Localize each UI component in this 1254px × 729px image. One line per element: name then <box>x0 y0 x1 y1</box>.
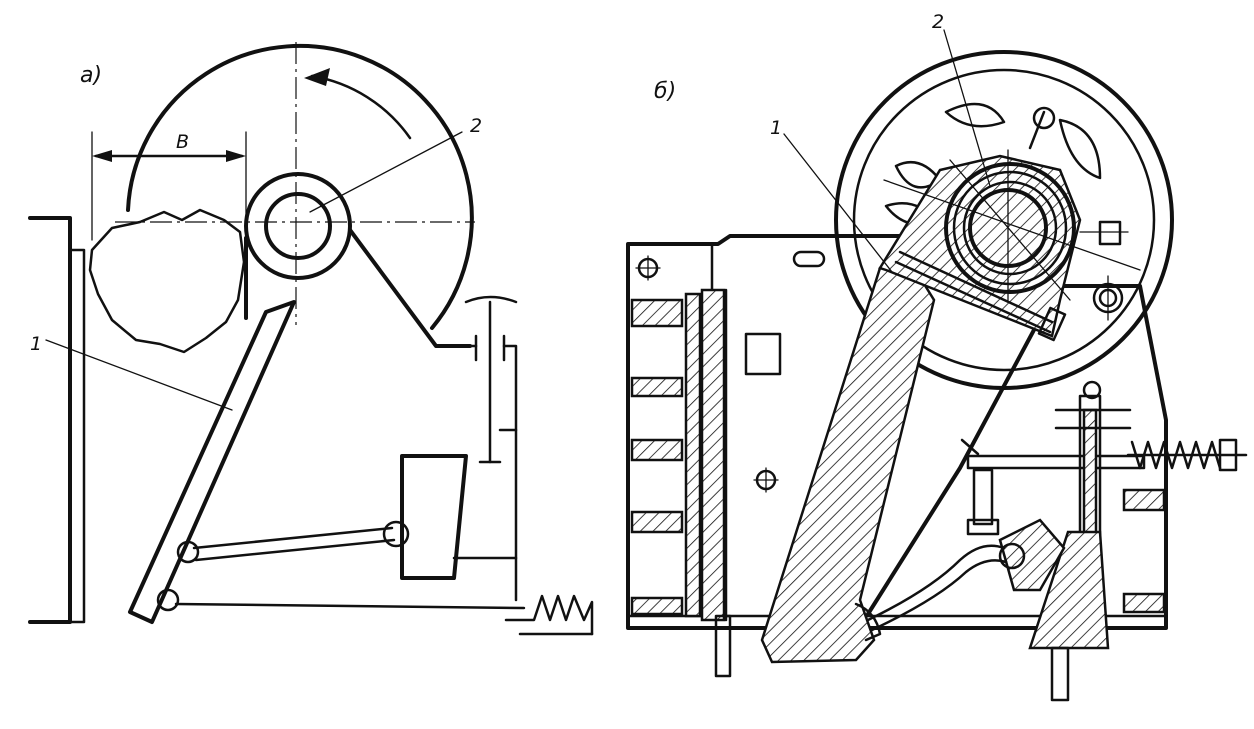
dim-arrow-right <box>226 150 246 162</box>
side-bolt <box>1098 220 1122 246</box>
rock <box>88 208 246 354</box>
callout-b-2-leader <box>943 29 991 187</box>
panel-a: а) B <box>28 42 594 636</box>
eccentric-shaft <box>264 192 332 260</box>
panel-b-label: б) <box>654 79 676 104</box>
movable-jaw <box>128 300 296 624</box>
dim-arrow-left <box>92 150 112 162</box>
callout-b-1: 1 <box>770 117 782 139</box>
rib-section-4 <box>630 510 684 534</box>
spoke-window-right <box>1058 118 1102 180</box>
wedge-block-b <box>1028 530 1110 650</box>
spoke-window-top <box>944 102 1006 128</box>
handwheel-a <box>464 295 518 304</box>
rib-section-5 <box>630 596 684 616</box>
flywheel-a <box>126 43 474 330</box>
bearing-outer-race <box>952 170 1068 286</box>
frame-rear-wall <box>502 344 518 602</box>
panel-a-label: а) <box>80 63 102 88</box>
toggle-plate-upper-top <box>192 526 394 550</box>
fixed-jaw-frame <box>28 216 72 624</box>
foundation-bolt-left <box>714 614 732 678</box>
toggle-pin-b <box>998 542 1026 570</box>
movable-jaw-b <box>760 256 936 664</box>
flywheel-rim-inner <box>852 68 1156 372</box>
toggle-pivot-lower <box>156 588 180 612</box>
oiler-stem <box>1028 110 1046 150</box>
rear-rib-section-1 <box>1122 488 1166 512</box>
rib-section-1 <box>630 298 684 328</box>
foundation-bolt-right <box>1050 646 1070 702</box>
toggle-link <box>998 518 1066 592</box>
frame-slot <box>792 250 826 268</box>
rotation-arrowhead <box>304 68 330 86</box>
toggle-seat-base <box>966 518 1000 536</box>
tension-rod-b <box>966 454 1146 470</box>
spring-a <box>504 594 594 636</box>
callout-a-1: 1 <box>30 333 42 355</box>
fixed-jaw-plate <box>68 248 86 624</box>
fixed-jaw-backing <box>684 292 702 618</box>
bearing-inner-race <box>962 180 1058 276</box>
callout-1-leader <box>45 339 233 411</box>
eccentric-bearing-outer <box>244 172 352 280</box>
toggle-seat <box>972 468 994 526</box>
pitman-head <box>878 154 1082 338</box>
jaw-hook <box>854 602 882 642</box>
rib-section-3 <box>630 438 684 462</box>
toggle-pivot-rear <box>382 520 410 548</box>
oiler-cap <box>1032 106 1056 130</box>
linkage-cable-2 <box>870 559 1008 632</box>
frame-window <box>744 332 782 376</box>
bearing-housing <box>944 162 1076 294</box>
linkage-cable-1 <box>866 544 1006 622</box>
rear-rib-section-2 <box>1122 592 1166 614</box>
callout-2-leader <box>309 131 463 213</box>
shaft-axis <box>883 179 1141 271</box>
rotation-arrow <box>310 74 412 140</box>
clamp-bolt <box>898 250 1054 324</box>
toggle-pivot-upper <box>176 540 200 564</box>
pitman-right <box>348 228 472 348</box>
callout-b-2: 2 <box>932 11 944 33</box>
adjusting-wedge-block <box>400 454 468 580</box>
toggle-plate-upper-bottom <box>194 538 396 562</box>
rib-section-2 <box>630 376 684 398</box>
dimension-b-label: B <box>176 131 189 153</box>
callout-a-2: 2 <box>470 115 482 137</box>
spring-nut <box>1218 438 1238 472</box>
panel-b: б) <box>626 11 1248 702</box>
callout-b-1-leader <box>783 133 893 273</box>
tension-rod <box>174 602 526 610</box>
fixed-jaw-liner <box>700 288 726 622</box>
clamp-nut <box>1037 306 1067 342</box>
